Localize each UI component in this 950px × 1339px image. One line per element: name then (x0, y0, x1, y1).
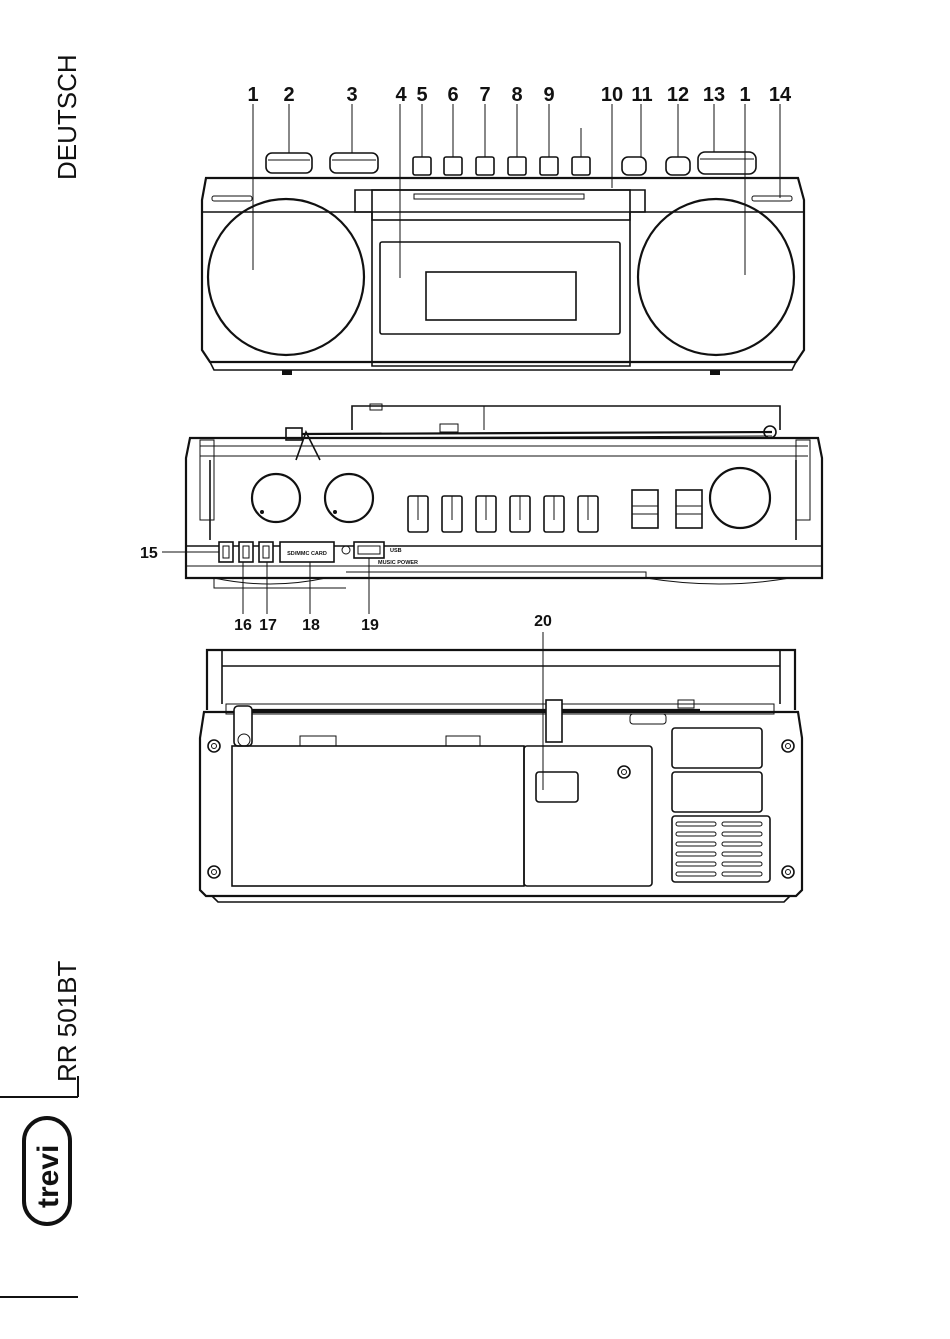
switch-right (676, 490, 702, 528)
speaker-left (208, 199, 364, 355)
front-number-labels: 1 2 3 4 5 6 7 8 9 10 11 12 13 1 14 (247, 84, 792, 106)
label-11: 11 (631, 84, 652, 106)
label-5: 5 (416, 84, 427, 106)
label-9: 9 (543, 84, 554, 106)
top-handle (352, 406, 780, 430)
top-jacks (219, 542, 273, 562)
button-extra (572, 157, 590, 175)
model-label: RR 501BT (52, 961, 82, 1082)
label-6: 6 (447, 84, 458, 106)
button-6 (444, 157, 462, 175)
label-2: 2 (283, 84, 294, 106)
label-panel-lower (672, 772, 762, 812)
knob-13 (698, 152, 756, 174)
front-leader-lines (253, 104, 780, 278)
button-5 (413, 157, 431, 175)
speaker-right (638, 199, 794, 355)
indicator-led (342, 546, 350, 554)
cassette-window (426, 272, 576, 320)
label-7: 7 (479, 84, 490, 106)
top-knob-left (252, 474, 300, 522)
cassette-slot (414, 194, 584, 199)
language-label: DEUTSCH (52, 54, 82, 180)
label-panel-upper (672, 728, 762, 768)
button-9 (540, 157, 558, 175)
label-18: 18 (302, 617, 320, 634)
jack-17 (259, 542, 273, 562)
label-17: 17 (259, 617, 277, 634)
battery-door-latch (536, 772, 578, 802)
button-7 (476, 157, 494, 175)
label-14: 14 (769, 84, 792, 106)
top-knob-middle (325, 474, 373, 522)
label-13: 13 (703, 84, 725, 106)
label-15: 15 (140, 545, 158, 562)
vent-slots (676, 822, 762, 876)
battery-compartment (232, 746, 524, 886)
label-4: 4 (395, 84, 407, 106)
back-screws (208, 740, 794, 878)
knob-2 (266, 153, 312, 173)
music-power-text: MUSIC POWER (378, 560, 418, 566)
back-body-outline (200, 712, 802, 896)
svg-text:trevi: trevi (32, 1145, 65, 1208)
jack-16 (239, 542, 253, 562)
button-11 (622, 157, 646, 175)
front-top-controls (266, 152, 756, 175)
label-12: 12 (667, 84, 689, 106)
back-view: 20 (200, 613, 802, 902)
front-foot-right (710, 370, 720, 375)
cassette-frame (355, 190, 645, 366)
label-1-left: 1 (247, 84, 258, 106)
side-slot-right (796, 440, 810, 520)
top-piano-keys (408, 496, 598, 532)
label-3: 3 (346, 84, 357, 106)
switch-left (632, 490, 658, 528)
door-screw (618, 766, 630, 778)
label-20: 20 (534, 613, 552, 630)
trevi-logo: trevi (24, 1118, 70, 1224)
front-view: 1 2 3 4 5 6 7 8 9 10 11 12 13 1 14 (202, 84, 804, 375)
front-slot-left (212, 196, 252, 201)
front-foot-left (282, 370, 292, 375)
battery-clip-right (446, 736, 480, 746)
antenna-rod (302, 432, 772, 434)
knob-3 (330, 153, 378, 173)
label-8: 8 (511, 84, 522, 106)
battery-clip-left (300, 736, 336, 746)
top-view: SD/MMC CARD USB MUSIC POWER 15 16 17 18 … (140, 404, 822, 634)
antenna-clip (546, 700, 562, 742)
antenna-mount (234, 706, 252, 746)
usb-text: USB (390, 548, 402, 554)
label-19: 19 (361, 617, 379, 634)
button-12 (666, 157, 690, 175)
back-handle (207, 650, 795, 710)
side-slot-left (200, 440, 214, 520)
label-10: 10 (601, 84, 623, 106)
card-slot-text: SD/MMC CARD (287, 551, 327, 557)
top-knob-right (710, 468, 770, 528)
button-8 (508, 157, 526, 175)
label-1-right: 1 (739, 84, 750, 106)
sidebar: DEUTSCH RR 501BT trevi (0, 54, 82, 1297)
front-slot-right (752, 196, 792, 201)
jack-15 (219, 542, 233, 562)
label-16: 16 (234, 617, 252, 634)
